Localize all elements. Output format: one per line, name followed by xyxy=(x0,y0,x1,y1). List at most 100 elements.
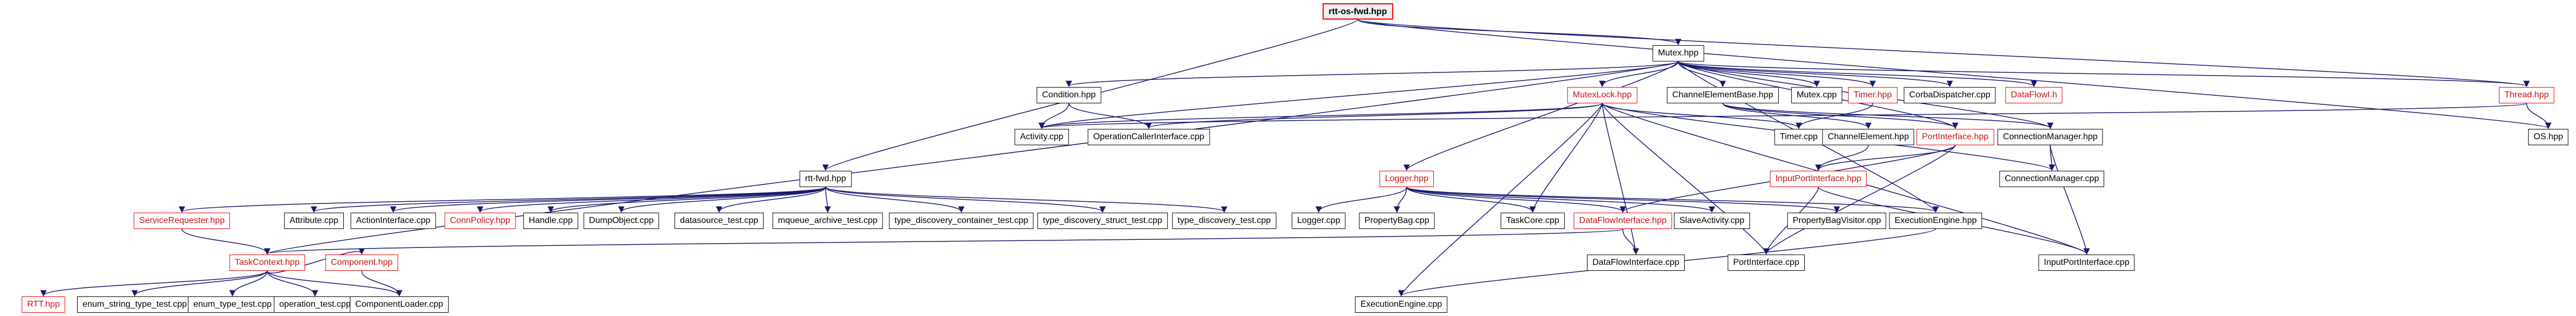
graph-edge xyxy=(1357,19,2551,129)
graph-edge xyxy=(824,187,831,213)
graph-edge xyxy=(1602,103,1769,255)
graph-edge xyxy=(547,187,826,213)
graph-node-DumpObject.cpp[interactable]: DumpObject.cpp xyxy=(583,213,659,229)
graph-edge xyxy=(264,228,1623,255)
graph-edge xyxy=(179,187,826,213)
graph-node-Logger.cpp[interactable]: Logger.cpp xyxy=(1292,213,1346,229)
graph-node-ChannelElement.hpp[interactable]: ChannelElement.hpp xyxy=(1822,129,1914,145)
graph-edge xyxy=(1038,103,1603,129)
graph-node-enum_string_type_test.cpp[interactable]: enum_string_type_test.cpp xyxy=(77,296,193,313)
graph-node-ComponentLoader.cpp[interactable]: ComponentLoader.cpp xyxy=(350,296,449,313)
graph-edge xyxy=(267,270,402,297)
graph-node-Condition.hpp[interactable]: Condition.hpp xyxy=(1036,87,1101,103)
graph-node-type_discovery_test.cpp[interactable]: type_discovery_test.cpp xyxy=(1172,213,1276,229)
graph-node-InputPortInterface.hpp[interactable]: InputPortInterface.hpp xyxy=(1769,171,1867,187)
graph-node-PropertyBag.cpp[interactable]: PropertyBag.cpp xyxy=(1359,213,1435,229)
graph-edge xyxy=(1145,103,1603,129)
graph-edge xyxy=(2050,145,2090,255)
graph-node-type_discovery_container_test.cpp[interactable]: type_discovery_container_test.cpp xyxy=(889,213,1034,229)
graph-edge xyxy=(1406,187,1715,213)
graph-edge xyxy=(716,187,826,213)
graph-edge xyxy=(1529,103,1603,213)
graph-edge xyxy=(264,61,1679,255)
graph-edge xyxy=(1038,61,1679,129)
graph-node-type_discovery_struct_test.cpp[interactable]: type_discovery_struct_test.cpp xyxy=(1037,213,1168,229)
graph-edge xyxy=(1406,187,1626,213)
graph-node-Component.hpp[interactable]: Component.hpp xyxy=(325,255,398,271)
graph-edge xyxy=(1678,61,2530,88)
graph-node-RTT.hpp[interactable]: RTT.hpp xyxy=(21,296,66,313)
graph-edge xyxy=(267,248,365,274)
graph-node-ConnPolicy.hpp[interactable]: ConnPolicy.hpp xyxy=(444,213,516,229)
graph-edge xyxy=(2526,103,2552,129)
graph-edge xyxy=(229,270,268,297)
graph-node-ActionInterface.cpp[interactable]: ActionInterface.cpp xyxy=(350,213,436,229)
graph-edge xyxy=(1406,187,1840,213)
graph-node-mqueue_archive_test.cpp[interactable]: mqueue_archive_test.cpp xyxy=(772,213,883,229)
graph-edge xyxy=(1815,145,1956,171)
graph-node-Handle.cpp[interactable]: Handle.cpp xyxy=(523,213,578,229)
graph-node-OperationCallerInterface.cpp[interactable]: OperationCallerInterface.cpp xyxy=(1087,129,1210,145)
graph-edge xyxy=(618,187,826,213)
graph-node-rtt-os-fwd.hpp[interactable]: rtt-os-fwd.hpp xyxy=(1322,3,1393,20)
graph-node-SlaveActivity.cpp[interactable]: SlaveActivity.cpp xyxy=(1674,213,1750,229)
graph-edge xyxy=(1763,145,1956,255)
graph-edge xyxy=(1722,103,1958,129)
graph-edge xyxy=(1678,61,2037,88)
graph-node-DataFlowI.h[interactable]: DataFlowI.h xyxy=(2005,87,2063,103)
graph-node-ChannelElementBase.hpp[interactable]: ChannelElementBase.hpp xyxy=(1667,87,1779,103)
graph-node-Logger.hpp[interactable]: Logger.hpp xyxy=(1379,171,1434,187)
graph-edge xyxy=(1066,61,1679,88)
graph-node-DataFlowInterface.cpp[interactable]: DataFlowInterface.cpp xyxy=(1586,255,1685,271)
graph-edge xyxy=(1068,103,1152,129)
graph-node-PropertyBagVisitor.cpp[interactable]: PropertyBagVisitor.cpp xyxy=(1787,213,1887,229)
graph-edge xyxy=(1406,187,1939,213)
graph-edge xyxy=(1357,19,2529,88)
graph-edge xyxy=(1039,103,2527,129)
graph-node-TaskCore.cpp[interactable]: TaskCore.cpp xyxy=(1501,213,1565,229)
graph-node-ExecutionEngine.hpp[interactable]: ExecutionEngine.hpp xyxy=(1889,213,1982,229)
graph-node-Attribute.cpp[interactable]: Attribute.cpp xyxy=(284,213,344,229)
graph-node-Mutex.cpp[interactable]: Mutex.cpp xyxy=(1791,87,1842,103)
graph-node-TaskContext.hpp[interactable]: TaskContext.hpp xyxy=(229,255,305,271)
graph-edge xyxy=(1599,61,1679,88)
graph-node-PortInterface.cpp[interactable]: PortInterface.cpp xyxy=(1728,255,1805,271)
graph-node-ExecutionEngine.cpp[interactable]: ExecutionEngine.cpp xyxy=(1355,296,1448,313)
graph-edge xyxy=(1678,61,1726,88)
graph-node-DataFlowInterface.hpp[interactable]: DataFlowInterface.hpp xyxy=(1573,213,1672,229)
graph-node-Thread.hpp[interactable]: Thread.hpp xyxy=(2499,87,2554,103)
graph-node-Timer.hpp[interactable]: Timer.hpp xyxy=(1848,87,1898,103)
graph-node-InputPortInterface.cpp[interactable]: InputPortInterface.cpp xyxy=(2038,255,2135,271)
graph-edge xyxy=(267,270,318,297)
graph-node-datasource_test.cpp[interactable]: datasource_test.cpp xyxy=(674,213,764,229)
graph-node-Timer.cpp[interactable]: Timer.cpp xyxy=(1774,129,1823,145)
graph-node-ServiceRequester.hpp[interactable]: ServiceRequester.hpp xyxy=(134,213,230,229)
graph-node-enum_type_test.cpp[interactable]: enum_type_test.cpp xyxy=(187,296,278,313)
graph-edge xyxy=(1602,103,1639,255)
graph-edge xyxy=(361,270,402,297)
graph-node-PortInterface.hpp[interactable]: PortInterface.hpp xyxy=(1916,129,1994,145)
graph-edge xyxy=(1602,103,1802,129)
graph-node-CorbaDispatcher.cpp[interactable]: CorbaDispatcher.cpp xyxy=(1904,87,1996,103)
graph-edge xyxy=(1394,187,1407,213)
graph-edge xyxy=(1678,61,1953,88)
graph-edge xyxy=(1406,187,1536,213)
graph-node-operation_test.cpp[interactable]: operation_test.cpp xyxy=(274,296,356,313)
graph-edge xyxy=(825,187,1227,213)
graph-edge xyxy=(181,228,270,255)
graph-edge xyxy=(1622,228,1639,255)
graph-node-MutexLock.hpp[interactable]: MutexLock.hpp xyxy=(1567,87,1637,103)
graph-node-Activity.cpp[interactable]: Activity.cpp xyxy=(1015,129,1069,145)
graph-edge xyxy=(1315,187,1407,213)
graph-edge xyxy=(40,270,268,297)
graph-node-Mutex.hpp[interactable]: Mutex.hpp xyxy=(1652,45,1704,61)
graph-edge xyxy=(311,187,826,213)
graph-edge xyxy=(1796,103,1873,129)
graph-node-ConnectionManager.hpp[interactable]: ConnectionManager.hpp xyxy=(1997,129,2103,145)
graph-node-OS.hpp[interactable]: OS.hpp xyxy=(2528,129,2569,145)
graph-edge xyxy=(390,187,826,213)
graph-node-rtt-fwd.hpp[interactable]: rtt-fwd.hpp xyxy=(799,171,852,187)
graph-node-ConnectionManager.cpp[interactable]: ConnectionManager.cpp xyxy=(1999,171,2105,187)
graph-edge xyxy=(131,270,268,297)
